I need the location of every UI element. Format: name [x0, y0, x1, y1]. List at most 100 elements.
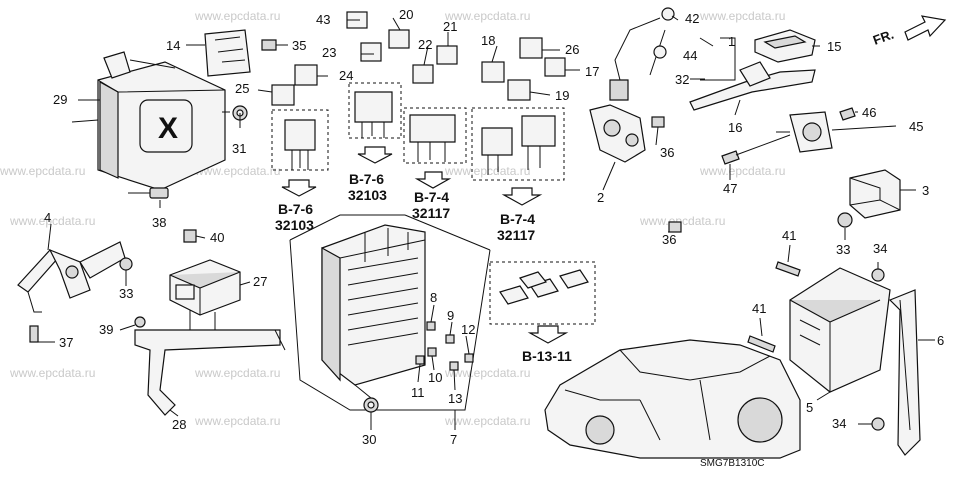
callout-11: 11 — [411, 385, 425, 400]
callout-6: 6 — [937, 333, 944, 348]
callout-33-right: 33 — [836, 242, 850, 257]
ecu-5 — [789, 267, 891, 393]
fuse-11 — [415, 355, 425, 365]
ref-b76-left: B-7-6 — [278, 201, 313, 217]
section-references: B-7-6 32103 B-7-6 32103 B-7-4 32117 B-7-… — [275, 171, 572, 364]
ref-arrow-b76-left — [281, 179, 317, 197]
ref-32117-right: 32117 — [497, 227, 535, 243]
watermark: www.epcdata.ru — [0, 164, 85, 178]
bolt-41-lower — [747, 335, 776, 353]
callout-13: 13 — [448, 391, 462, 406]
bracket-6 — [888, 289, 921, 456]
callout-31: 31 — [232, 141, 246, 156]
bracket-2 — [589, 104, 646, 163]
screw-46 — [839, 107, 856, 121]
callout-2: 2 — [597, 190, 604, 205]
ref-b74-right: B-7-4 — [500, 211, 535, 227]
watermarks: www.epcdata.ru www.epcdata.ru www.epcdat… — [0, 9, 785, 428]
callout-10: 10 — [428, 370, 442, 385]
ref-b74-mid: B-7-4 — [414, 189, 449, 205]
watermark: www.epcdata.ru — [9, 366, 95, 380]
watermark: www.epcdata.ru — [444, 414, 530, 428]
connector-group-22 — [403, 107, 467, 164]
callout-35: 35 — [292, 38, 306, 53]
callout-7: 7 — [450, 432, 457, 447]
bolt-36-lower — [668, 221, 682, 233]
callout-26: 26 — [565, 42, 579, 57]
ref-32103-mid: 32103 — [348, 187, 387, 203]
callout-37: 37 — [59, 335, 73, 350]
nut-34-upper — [871, 268, 885, 282]
module-3 — [849, 169, 901, 219]
callout-20: 20 — [399, 7, 413, 22]
callout-12: 12 — [461, 322, 475, 337]
relay-group-b1311 — [489, 261, 596, 325]
watermark: www.epcdata.ru — [194, 164, 280, 178]
callout-22: 22 — [418, 37, 432, 52]
watermark: www.epcdata.ru — [194, 366, 280, 380]
callout-4: 4 — [44, 210, 51, 225]
callout-1: 1 — [728, 34, 735, 49]
callout-34-upper: 34 — [873, 241, 887, 256]
callout-32: 32 — [675, 72, 689, 87]
ref-arrow-b74-mid — [414, 171, 452, 189]
callout-41-lower: 41 — [752, 301, 766, 316]
callout-36-upper: 36 — [660, 145, 674, 160]
fuse-10 — [427, 347, 437, 357]
ref-b76-mid: B-7-6 — [349, 171, 384, 187]
leader-lines — [47, 15, 935, 430]
ref-32117-mid: 32117 — [412, 205, 450, 221]
ref-arrow-b76-mid — [357, 146, 393, 164]
vehicle-outline — [544, 339, 801, 459]
bolt-36-upper — [651, 116, 665, 128]
callout-40: 40 — [210, 230, 224, 245]
bolt-40 — [183, 229, 197, 243]
callout-30: 30 — [362, 432, 376, 447]
module-15 — [754, 29, 816, 63]
watermark: www.epcdata.ru — [444, 9, 530, 23]
sensor-45 — [776, 111, 833, 153]
connector-group-25 — [271, 109, 329, 171]
watermark: www.epcdata.ru — [699, 9, 785, 23]
bracket-28 — [134, 310, 286, 416]
callout-15: 15 — [827, 39, 841, 54]
nut-34-lower — [871, 417, 885, 431]
front-label: FR. — [871, 27, 896, 48]
fuse-9 — [445, 334, 455, 344]
callout-45: 45 — [909, 119, 923, 134]
callout-33-left: 33 — [119, 286, 133, 301]
callouts: 43 20 21 23 22 24 25 14 35 29 31 38 18 2… — [44, 7, 944, 447]
bolt-35 — [261, 39, 288, 51]
watermark: www.epcdata.ru — [699, 164, 785, 178]
callout-21: 21 — [443, 19, 457, 34]
callout-44: 44 — [683, 48, 697, 63]
key-16 — [689, 61, 816, 111]
callout-42: 42 — [685, 11, 699, 26]
relay-box-14 — [204, 29, 251, 77]
watermark: www.epcdata.ru — [444, 366, 530, 380]
callout-47: 47 — [723, 181, 737, 196]
watermark: www.epcdata.ru — [194, 9, 280, 23]
relay-group-right — [471, 37, 566, 181]
front-direction-indicator: FR. — [871, 15, 947, 48]
ref-b1311: B-13-11 — [522, 348, 572, 364]
callout-34-lower: 34 — [832, 416, 846, 431]
callout-23: 23 — [322, 45, 336, 60]
callout-39: 39 — [99, 322, 113, 337]
fuse-12 — [464, 353, 474, 363]
callout-43: 43 — [316, 12, 330, 27]
callout-14: 14 — [166, 38, 180, 53]
module-27 — [169, 259, 241, 316]
callout-24: 24 — [339, 68, 353, 83]
callout-38: 38 — [152, 215, 166, 230]
bolt-39 — [134, 316, 146, 328]
watermark: www.epcdata.ru — [639, 214, 725, 228]
ref-arrow-b1311 — [527, 325, 569, 344]
svg-text:X: X — [158, 112, 178, 145]
relay-group-top — [271, 11, 458, 106]
bolt-38 — [128, 187, 169, 199]
screw-47 — [721, 134, 791, 165]
bolt-41-upper — [775, 261, 801, 277]
cover-29: X — [71, 51, 230, 191]
